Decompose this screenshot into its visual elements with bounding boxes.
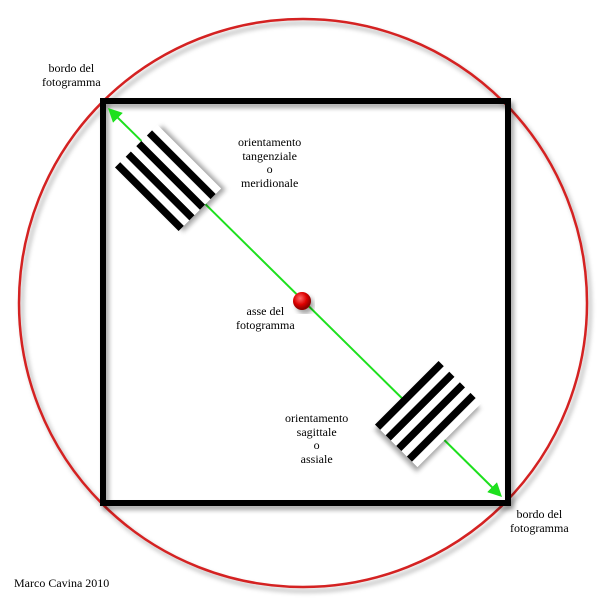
label-bottom-right-edge: bordo del fotogramma — [510, 507, 569, 535]
image-circle — [17, 17, 589, 589]
frame-border — [100, 98, 511, 506]
tangential-stripes — [114, 124, 222, 232]
label-line: assiale — [300, 451, 333, 466]
sagittal-stripes — [374, 360, 482, 468]
credit-text: Marco Cavina 2010 — [14, 576, 110, 590]
label-line: fotogramma — [510, 520, 569, 535]
axis-dot — [293, 292, 311, 310]
label-axis: asse del fotogramma — [236, 304, 295, 332]
label-line: fotogramma — [236, 317, 295, 332]
label-line: orientamento — [285, 411, 349, 425]
label-line: o — [266, 162, 273, 176]
label-line: tangenziale — [242, 148, 297, 163]
label-line: bordo del — [48, 61, 95, 75]
label-tangential: orientamento tangenziale o meridionale — [238, 135, 302, 190]
label-line: bordo del — [516, 507, 563, 521]
label-line: asse del — [246, 304, 285, 318]
label-line: orientamento — [238, 135, 302, 149]
label-line: fotogramma — [42, 74, 101, 89]
label-line: sagittale — [296, 424, 337, 439]
label-top-left-edge: bordo del fotogramma — [42, 61, 101, 89]
label-line: meridionale — [241, 175, 299, 190]
label-line: o — [313, 438, 320, 452]
label-sagittal: orientamento sagittale o assiale — [285, 411, 349, 466]
